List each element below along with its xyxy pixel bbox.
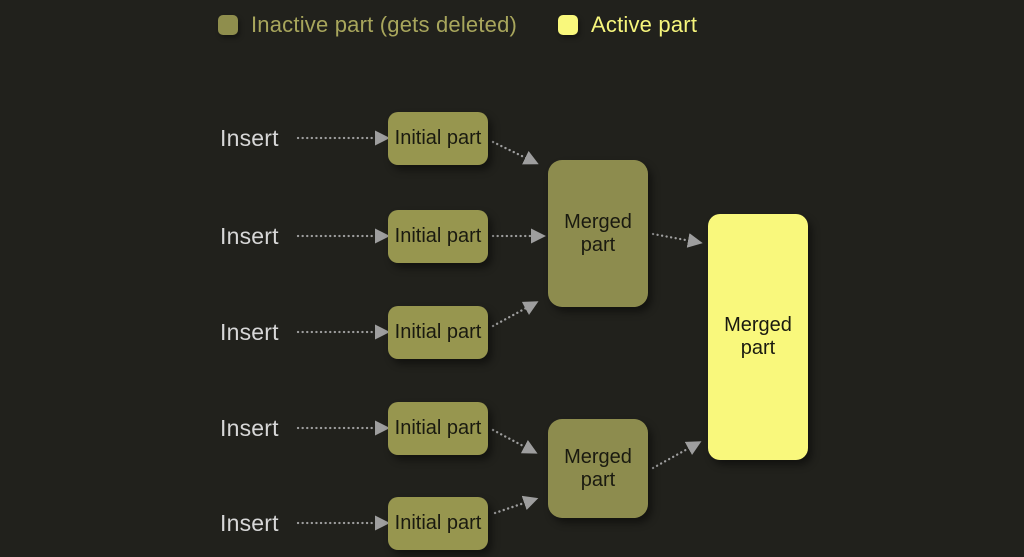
arrow-merged2-active bbox=[651, 441, 702, 470]
merged-part-node-inactive: Merged part bbox=[548, 160, 648, 307]
insert-label: Insert bbox=[220, 510, 279, 536]
arrow-initial1-merged1 bbox=[491, 140, 539, 165]
active-part-swatch bbox=[558, 15, 578, 35]
legend-item-active: Active part bbox=[558, 11, 697, 39]
legend-item-inactive: Inactive part (gets deleted) bbox=[218, 11, 517, 39]
arrow-initial4-merged2 bbox=[491, 428, 538, 454]
merged-part-node-active: Merged part bbox=[708, 214, 808, 460]
initial-part-node: Initial part bbox=[388, 306, 488, 359]
initial-part-node: Initial part bbox=[388, 497, 488, 550]
insert-label: Insert bbox=[220, 415, 279, 441]
inactive-part-swatch bbox=[218, 15, 238, 35]
legend-label-active: Active part bbox=[591, 12, 698, 37]
legend-label-inactive: Inactive part (gets deleted) bbox=[251, 12, 518, 37]
initial-part-node: Initial part bbox=[388, 112, 488, 165]
insert-label: Insert bbox=[220, 125, 279, 151]
insert-label: Insert bbox=[220, 319, 279, 345]
insert-label: Insert bbox=[220, 223, 279, 249]
initial-part-node: Initial part bbox=[388, 210, 488, 263]
arrow-merged1-active bbox=[651, 232, 703, 248]
arrow-initial3-merged1 bbox=[491, 301, 539, 328]
merged-part-node-inactive: Merged part bbox=[548, 419, 648, 518]
arrow-initial5-merged2 bbox=[493, 495, 539, 515]
initial-part-node: Initial part bbox=[388, 402, 488, 455]
